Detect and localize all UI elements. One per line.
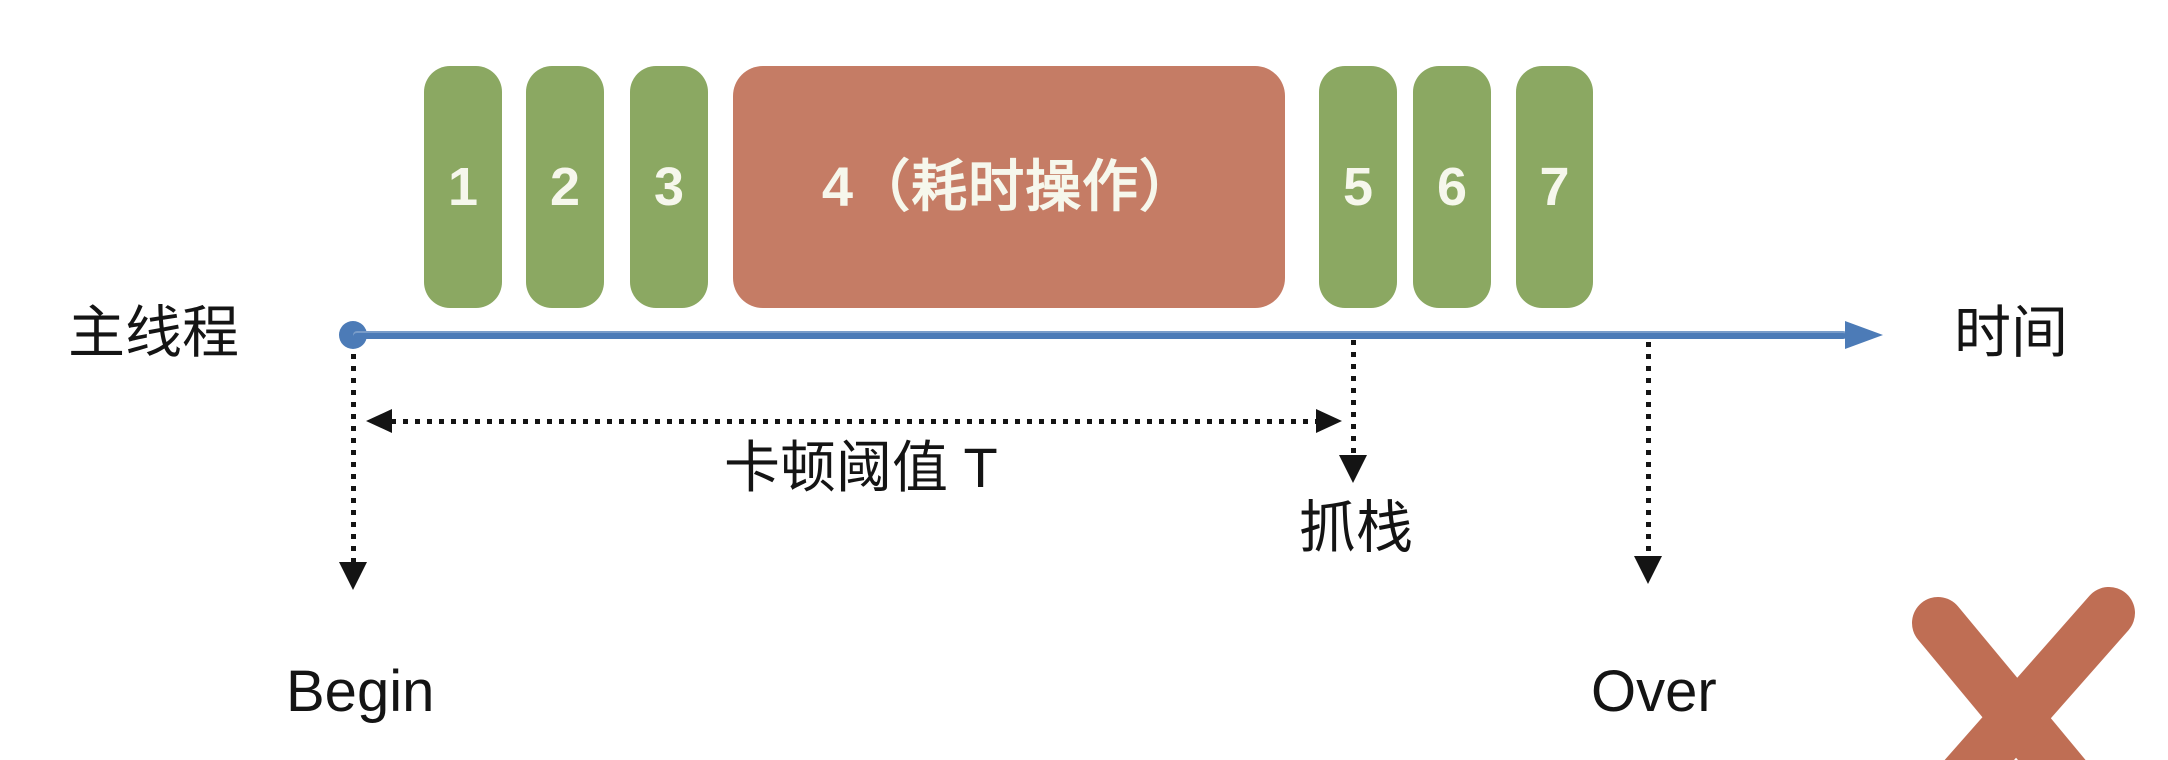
over-dotted-line — [1646, 342, 1651, 555]
main-thread-label: 主线程 — [68, 301, 239, 365]
task-block-5: 5 — [1319, 66, 1397, 308]
stack-capture-arrowhead-icon — [1339, 455, 1367, 483]
over-arrowhead-icon — [1634, 556, 1662, 584]
threshold-dotted-line — [391, 419, 1316, 424]
task-block-2-label: 2 — [549, 157, 581, 217]
lag-threshold-label: 卡顿阈值 T — [724, 436, 998, 499]
begin-arrowhead-icon — [339, 562, 367, 590]
threshold-left-arrowhead-icon — [366, 409, 392, 433]
task-block-2: 2 — [526, 66, 604, 308]
task-block-4-time-consuming: 4（耗时操作） — [733, 66, 1285, 308]
stack-capture-label: 抓栈 — [1299, 496, 1413, 560]
begin-dotted-line — [351, 354, 356, 562]
timeline-arrowhead-icon — [1845, 321, 1883, 349]
time-axis-label: 时间 — [1954, 301, 2068, 365]
over-label: Over — [1591, 659, 1717, 724]
task-block-3-label: 3 — [653, 157, 685, 217]
task-block-6: 6 — [1413, 66, 1491, 308]
task-block-3: 3 — [630, 66, 708, 308]
task-block-1: 1 — [424, 66, 502, 308]
task-block-4-label: 4（耗时操作） — [821, 155, 1197, 218]
task-block-6-label: 6 — [1436, 157, 1468, 217]
threshold-right-arrowhead-icon — [1316, 409, 1342, 433]
timeline-axis — [353, 331, 1847, 339]
task-block-7: 7 — [1516, 66, 1593, 308]
x-mark-icon — [1912, 587, 2135, 760]
task-block-5-label: 5 — [1342, 157, 1374, 217]
task-block-1-label: 1 — [447, 157, 479, 217]
task-block-7-label: 7 — [1539, 157, 1570, 217]
stack-capture-dotted-line — [1351, 340, 1356, 454]
begin-label: Begin — [286, 659, 435, 724]
